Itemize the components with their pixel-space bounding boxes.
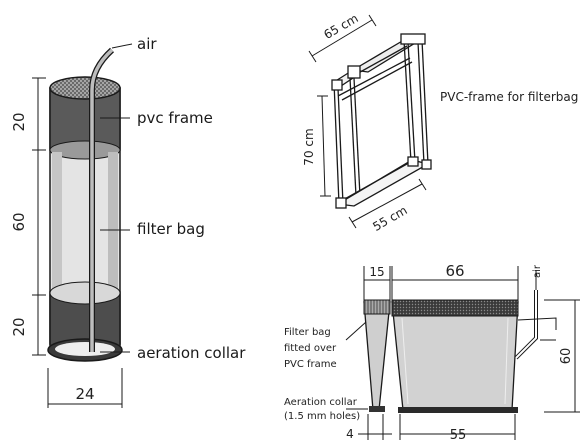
column-shade-right <box>108 152 118 292</box>
label-air: air <box>137 35 157 53</box>
pvc-frame-title: PVC-frame for filterbag <box>440 90 578 104</box>
air-tube <box>90 48 114 352</box>
side-filter-bag <box>363 301 391 411</box>
tank-aeration-collar-line-2: (1.5 mm holes) <box>284 411 360 422</box>
filter-bag-fitted-line-2: fitted over <box>284 343 337 354</box>
dim-tank-top: 66 <box>445 262 464 280</box>
column-height-dimension <box>32 77 46 356</box>
air-leader <box>111 43 133 49</box>
filter-bag-fitted-leader <box>345 321 367 341</box>
tank-aeration-collar-line-1: Aeration collar <box>284 397 358 408</box>
tank-filter-frame <box>391 299 519 317</box>
column-diameter-dimension <box>47 368 123 408</box>
side-filter-frame <box>363 299 391 315</box>
pvc-frame-dimensions <box>308 14 427 229</box>
label-pvc-frame: pvc frame <box>137 109 213 127</box>
dim-top-section: 20 <box>10 112 28 131</box>
dim-tank-bottom: 55 <box>450 428 467 443</box>
column-shade-left <box>52 152 62 292</box>
side-aeration-collar <box>369 406 385 412</box>
dim-diameter: 24 <box>75 385 94 403</box>
dim-frame-height: 70 cm <box>302 128 316 165</box>
dim-frame-top-width: 65 cm <box>321 11 360 42</box>
dim-bottom-section: 20 <box>10 317 28 336</box>
tank-dimensions <box>358 266 580 440</box>
dim-middle-section: 60 <box>10 212 28 231</box>
label-tank-aeration-collar: Aeration collar (1.5 mm holes) <box>284 397 360 422</box>
collar-top-ellipse <box>49 281 121 305</box>
dim-tank-height: 60 <box>559 348 574 365</box>
tank-air-label: air <box>532 264 543 278</box>
dim-side-bottom: 4 <box>346 427 354 441</box>
label-filter-bag: filter bag <box>137 220 205 238</box>
tank-aeration-collar <box>398 407 518 413</box>
frame-bottom-rail <box>336 159 430 207</box>
filter-column-figure: air pvc frame filter bag aeration collar… <box>10 35 246 408</box>
column-top-ellipse <box>49 76 121 100</box>
dim-side-top: 15 <box>369 265 384 279</box>
pvc-frame-figure <box>331 33 432 209</box>
label-aeration-collar: aeration collar <box>137 344 246 362</box>
pvc-frame-lower-rim <box>49 140 121 160</box>
filter-bag-fitted-line-3: PVC frame <box>284 359 337 370</box>
filter-bag-fitted-line-1: Filter bag <box>284 327 331 338</box>
dim-frame-bottom-width: 55 cm <box>370 203 409 234</box>
label-filter-bag-fitted: Filter bag fitted over PVC frame <box>284 327 339 370</box>
tank-filter-bag <box>391 301 519 411</box>
column-base-highlight <box>55 342 115 356</box>
tank-cross-section-figure <box>363 270 557 413</box>
tank-air-pipe <box>515 290 537 359</box>
